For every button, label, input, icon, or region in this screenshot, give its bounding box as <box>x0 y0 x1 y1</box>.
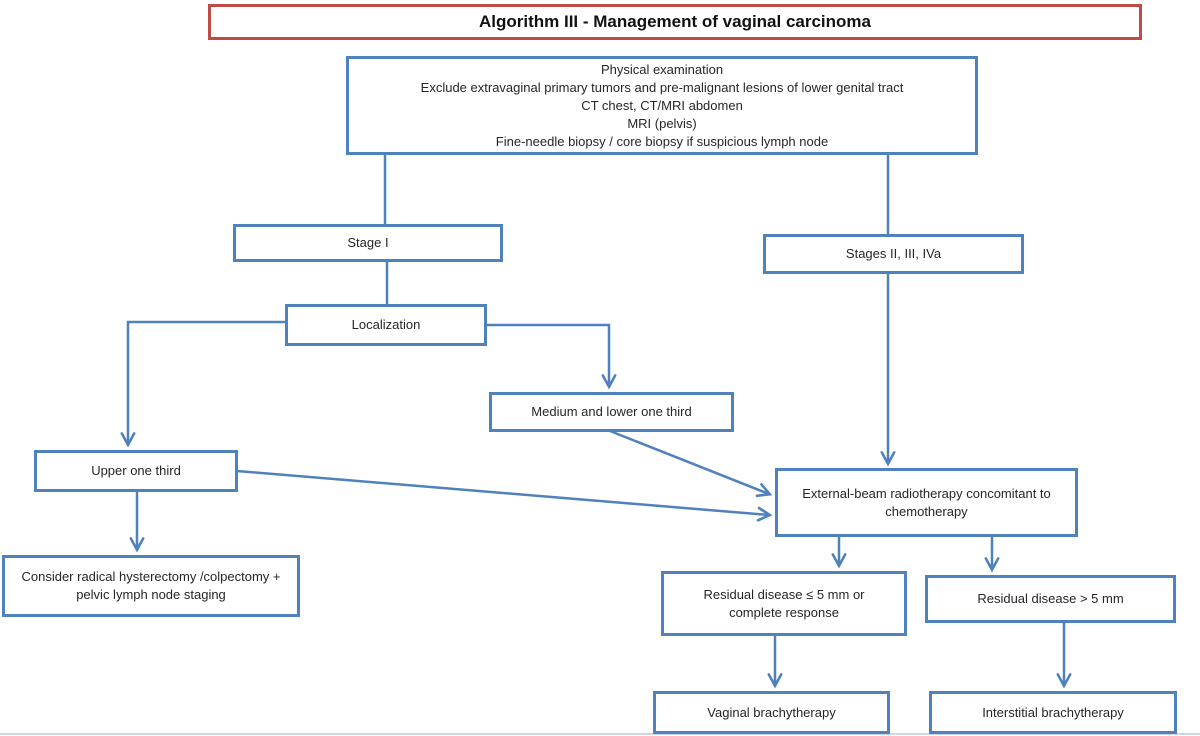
node-residual-le-5mm: Residual disease ≤ 5 mm or complete respo… <box>661 571 907 636</box>
node-stage-i-label: Stage I <box>347 235 389 250</box>
node-medium-lower-third-label: Medium and lower one third <box>531 404 692 419</box>
node-upper-third: Upper one third <box>34 450 238 492</box>
node-residual-le-5mm-label: Residual disease ≤ 5 mm or <box>703 586 865 602</box>
connector-localization-to-medium <box>486 323 617 390</box>
node-surgery-label: pelvic lymph node staging <box>76 587 226 602</box>
node-workup-label: Physical examination <box>600 61 724 77</box>
node-ebrt-chemo-label: External-beam radiotherapy concomitant t… <box>802 485 1051 501</box>
node-stages-ii-iii-iva-label: Stages II, III, IVa <box>845 246 942 261</box>
node-ebrt-chemo: External-beam radiotherapy concomitant t… <box>775 468 1078 537</box>
node-localization: Localization <box>285 304 487 346</box>
node-stages-ii-iii-iva: Stages II, III, IVa <box>763 234 1024 274</box>
node-workup-label: CT chest, CT/MRI abdomen <box>581 97 743 113</box>
node-workup-label: MRI (pelvis) <box>627 115 697 131</box>
node-residual-gt-5mm: Residual disease > 5 mm <box>925 575 1176 623</box>
node-workup-label: Fine-needle biopsy / core biopsy if susp… <box>495 133 829 149</box>
node-medium-lower-third: Medium and lower one third <box>489 392 734 432</box>
node-residual-gt-5mm-label: Residual disease > 5 mm <box>977 591 1124 606</box>
node-vaginal-brachytherapy: Vaginal brachytherapy <box>653 691 890 734</box>
node-upper-third-label: Upper one third <box>91 463 181 478</box>
node-interstitial-brachytherapy: Interstitial brachytherapy <box>929 691 1177 734</box>
connector-localization-to-upper <box>120 320 286 448</box>
node-workup-label: Exclude extravaginal primary tumors and … <box>420 79 904 95</box>
node-ebrt-chemo-label: chemotherapy <box>885 503 968 519</box>
node-localization-label: Localization <box>351 317 421 332</box>
node-vaginal-brachytherapy-label: Vaginal brachytherapy <box>707 704 836 720</box>
node-surgery-label: Consider radical hysterectomy /colpectom… <box>21 569 281 584</box>
node-interstitial-brachytherapy-label: Interstitial brachytherapy <box>982 704 1124 720</box>
connector-upper-to-ebrt <box>236 469 773 522</box>
title-box: Algorithm III - Management of vaginal ca… <box>208 4 1142 40</box>
bottom-rule <box>0 733 1200 735</box>
node-surgery: Consider radical hysterectomy /colpectom… <box>2 555 300 617</box>
node-residual-le-5mm-label: complete response <box>729 604 839 620</box>
node-stage-i: Stage I <box>233 224 503 262</box>
page-title: Algorithm III - Management of vaginal ca… <box>478 12 871 31</box>
connector-medium-to-ebrt <box>609 429 773 498</box>
